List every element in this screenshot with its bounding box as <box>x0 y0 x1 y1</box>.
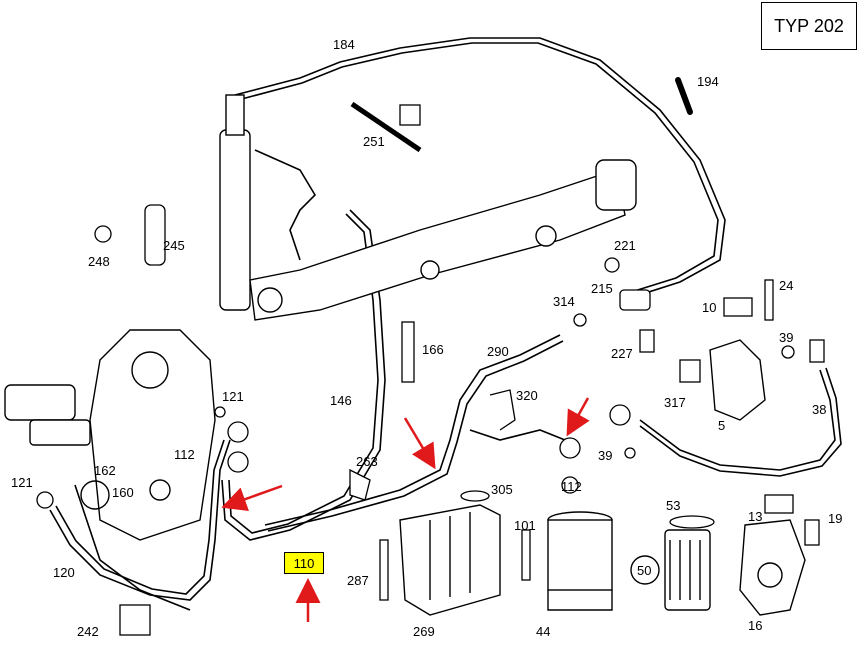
callout-10: 10 <box>702 300 716 315</box>
callout-184: 184 <box>333 37 355 52</box>
callout-263: 263 <box>356 454 378 469</box>
callout-39b: 39 <box>598 448 612 463</box>
callout-24: 24 <box>779 278 793 293</box>
callout-44: 44 <box>536 624 550 639</box>
callout-221: 221 <box>614 238 636 253</box>
callout-101: 101 <box>514 518 536 533</box>
callout-121b: 121 <box>11 475 33 490</box>
callout-13: 13 <box>748 509 762 524</box>
callout-251: 251 <box>363 134 385 149</box>
callout-112a: 112 <box>174 447 195 462</box>
fuel-lines <box>49 37 842 611</box>
fuel-filter <box>547 511 711 611</box>
callout-166: 166 <box>422 342 444 357</box>
callout-38: 38 <box>812 402 826 417</box>
callout-290: 290 <box>487 344 509 359</box>
injector-and-rail <box>219 94 637 321</box>
callout-245: 245 <box>163 238 185 253</box>
callout-227: 227 <box>611 346 633 361</box>
callout-242: 242 <box>77 624 99 639</box>
callout-248: 248 <box>88 254 110 269</box>
callout-16: 16 <box>748 618 762 633</box>
callout-287: 287 <box>347 573 369 588</box>
red-arrows <box>221 397 590 622</box>
callout-194: 194 <box>697 74 719 89</box>
arrow-to-filter-head <box>566 397 590 437</box>
high-pressure-pump <box>4 329 216 541</box>
thermostat-housing <box>709 339 806 616</box>
callout-269: 269 <box>413 624 435 639</box>
callout-121a: 121 <box>222 389 244 404</box>
callout-19: 19 <box>828 511 842 526</box>
callout-112b: 112 <box>561 479 582 494</box>
arrow-to-line-146 <box>403 417 436 470</box>
callout-314: 314 <box>553 294 575 309</box>
callout-317: 317 <box>664 395 686 410</box>
callout-215: 215 <box>591 281 613 296</box>
callout-50: 50 <box>637 563 651 578</box>
callout-120: 120 <box>53 565 75 580</box>
callout-146: 146 <box>330 393 352 408</box>
callout-305: 305 <box>491 482 513 497</box>
callout-39a: 39 <box>779 330 793 345</box>
small-parts <box>36 77 825 636</box>
arrow-to-pump-line <box>221 484 283 512</box>
callout-320: 320 <box>516 388 538 403</box>
callout-labels: 184 194 251 245 248 221 24 10 314 215 39… <box>11 37 842 639</box>
callout-53: 53 <box>666 498 680 513</box>
highlighted-part-label: 110 <box>284 552 324 574</box>
callout-160: 160 <box>112 485 134 500</box>
type-label-box: TYP 202 <box>761 2 857 50</box>
callout-5: 5 <box>718 418 725 433</box>
callout-162: 162 <box>94 463 116 478</box>
fuel-cooler <box>399 504 501 616</box>
